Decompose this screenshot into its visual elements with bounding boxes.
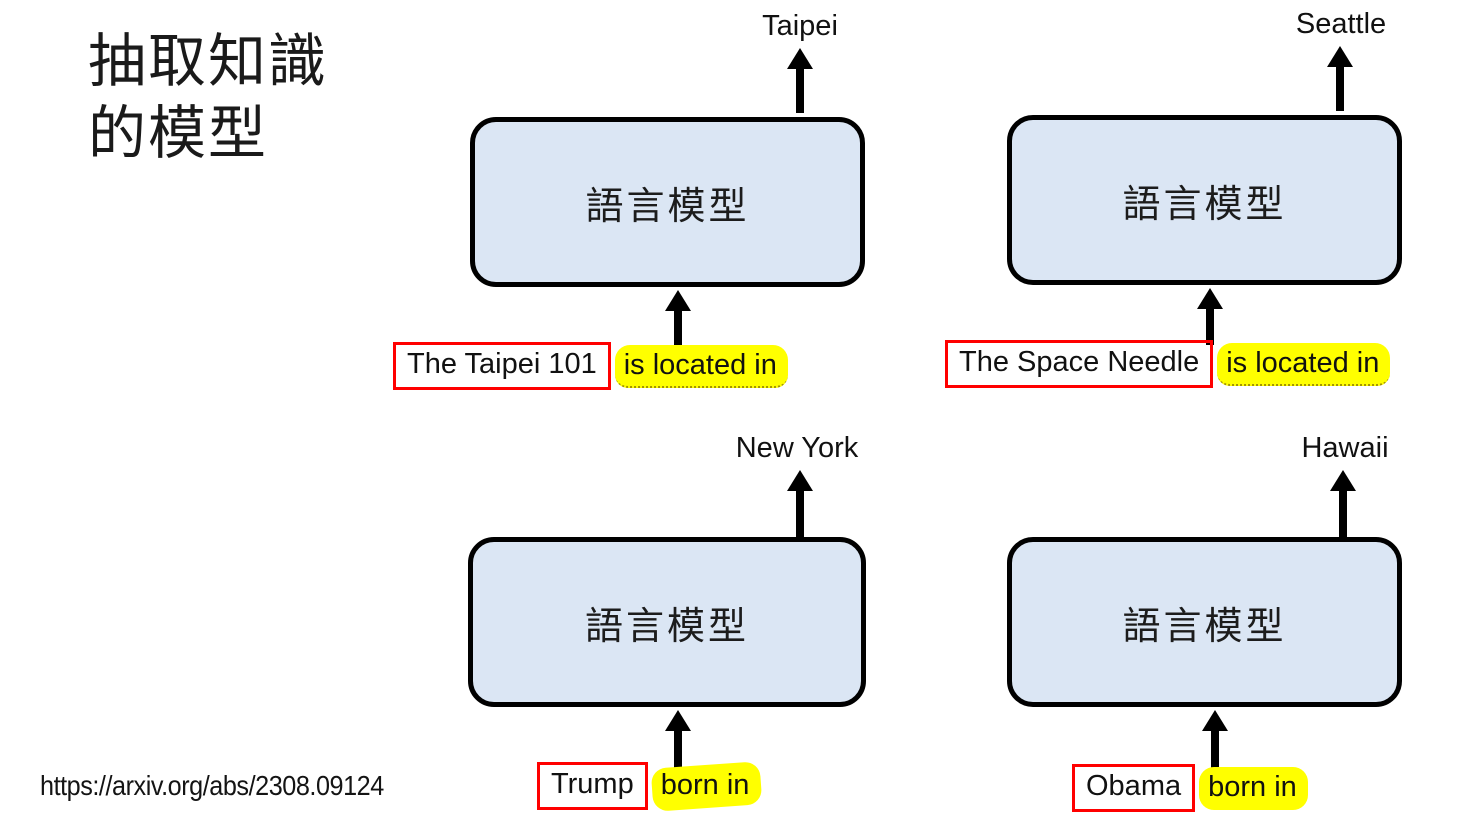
output-label-seattle: Seattle bbox=[1295, 8, 1387, 40]
output-arrow-up-icon bbox=[787, 48, 813, 113]
arrow-head bbox=[1197, 288, 1223, 309]
page-title: 抽取知識 的模型 bbox=[88, 26, 328, 170]
highlight-prompt: born in bbox=[1199, 766, 1308, 810]
arrow-shaft bbox=[796, 69, 804, 113]
output-label-new-york: New York bbox=[735, 432, 859, 464]
highlight-prompt: is located in bbox=[614, 344, 789, 388]
model-box-label: 語言模型 bbox=[584, 605, 749, 648]
entity-box: Obama bbox=[1072, 764, 1196, 812]
highlight-prompt: is located in bbox=[1217, 342, 1391, 386]
language-model-box-4: 語言模型 bbox=[1007, 537, 1402, 707]
entity-box: Trump bbox=[537, 762, 648, 810]
arrow-head bbox=[1327, 46, 1353, 67]
arrow-head bbox=[787, 470, 813, 491]
arrow-shaft bbox=[674, 731, 682, 769]
language-model-box-3: 語言模型 bbox=[468, 537, 866, 707]
page-title-line1: 抽取知識 bbox=[88, 29, 329, 94]
language-model-box-2: 語言模型 bbox=[1007, 115, 1402, 285]
model-box-label: 語言模型 bbox=[1122, 605, 1287, 648]
highlight-prompt: born in bbox=[652, 765, 761, 808]
input-phrase-taipei: The Taipei 101 is located in bbox=[393, 342, 789, 390]
input-arrow-up-icon bbox=[665, 290, 691, 347]
source-url: https://arxiv.org/abs/2308.09124 bbox=[40, 770, 384, 801]
input-arrow-up-icon bbox=[665, 710, 691, 769]
input-phrase-trump: Trump born in bbox=[537, 762, 760, 810]
output-arrow-up-icon bbox=[1330, 470, 1356, 537]
input-arrow-up-icon bbox=[1197, 288, 1223, 345]
arrow-head bbox=[1202, 710, 1228, 731]
output-label-taipei: Taipei bbox=[762, 10, 838, 42]
input-arrow-up-icon bbox=[1202, 710, 1228, 769]
output-label-hawaii: Hawaii bbox=[1301, 432, 1389, 464]
arrow-shaft bbox=[1206, 309, 1214, 345]
output-arrow-up-icon bbox=[787, 470, 813, 537]
arrow-head bbox=[787, 48, 813, 69]
language-model-box-1: 語言模型 bbox=[470, 117, 865, 287]
entity-box: The Taipei 101 bbox=[393, 342, 611, 390]
arrow-shaft bbox=[1339, 491, 1347, 537]
page-title-line2: 的模型 bbox=[88, 100, 269, 166]
model-box-label: 語言模型 bbox=[1122, 183, 1287, 226]
entity-box: The Space Needle bbox=[945, 340, 1214, 388]
arrow-head bbox=[665, 710, 691, 731]
arrow-shaft bbox=[674, 311, 682, 347]
output-arrow-up-icon bbox=[1327, 46, 1353, 111]
input-phrase-seattle: The Space Needle is located in bbox=[945, 340, 1391, 388]
arrow-head bbox=[665, 290, 691, 311]
input-phrase-obama: Obama born in bbox=[1072, 764, 1308, 812]
arrow-head bbox=[1330, 470, 1356, 491]
arrow-shaft bbox=[1211, 731, 1219, 769]
model-box-label: 語言模型 bbox=[585, 185, 750, 228]
arrow-shaft bbox=[1336, 67, 1344, 111]
arrow-shaft bbox=[796, 491, 804, 537]
